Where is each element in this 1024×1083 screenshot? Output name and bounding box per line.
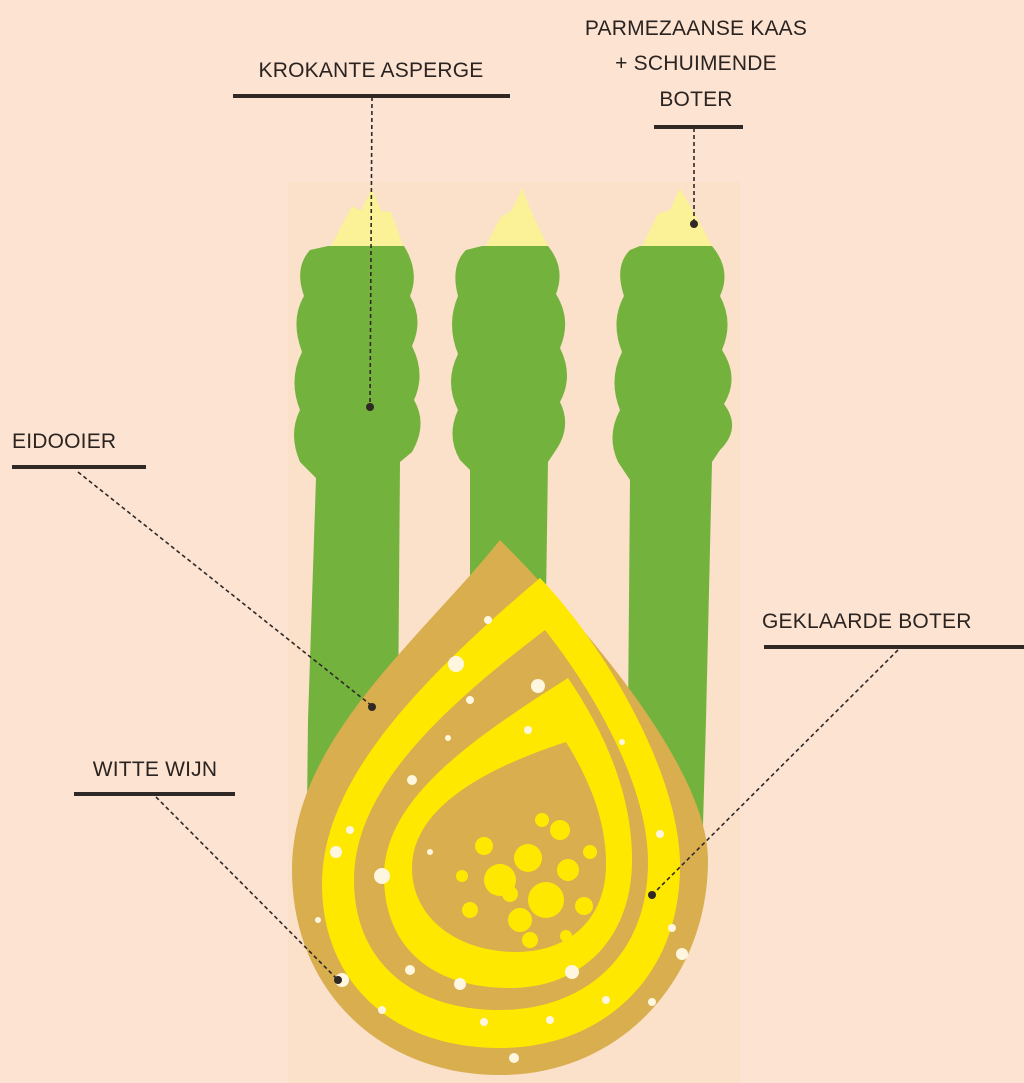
leader-dot-asparagus: [366, 403, 374, 411]
label-parmesan-line2: + SCHUIMENDE: [556, 50, 836, 78]
label-crunchy-asparagus: KROKANTE ASPERGE: [232, 57, 510, 85]
underline-white-wine: [74, 792, 235, 796]
label-parmesan-line1: PARMEZAANSE KAAS: [556, 15, 836, 43]
label-white-wine: WITTE WIJN: [74, 756, 236, 784]
underline-crunchy-asparagus: [233, 94, 510, 98]
underline-parmesan: [654, 125, 743, 129]
label-parmesan-line3: BOTER: [556, 86, 836, 114]
leader-dot-parmesan: [690, 220, 698, 228]
label-clarified-butter: GEKLAARDE BOTER: [762, 608, 1024, 636]
underline-egg-yolk: [12, 465, 146, 469]
leader-dot-white-wine: [334, 976, 342, 984]
label-egg-yolk: EIDOOIER: [12, 428, 148, 456]
leader-dot-clarified-butter: [648, 891, 656, 899]
leader-dot-egg-yolk: [368, 703, 376, 711]
underline-clarified-butter: [764, 645, 1024, 649]
